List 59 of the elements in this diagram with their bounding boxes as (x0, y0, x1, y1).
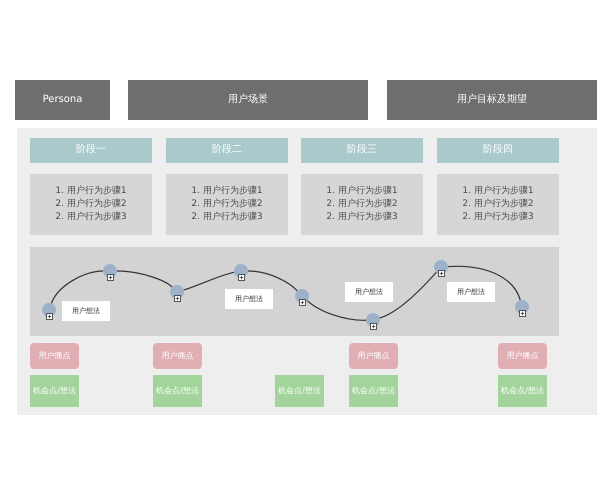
label-text: 阶段二 (212, 143, 242, 158)
step-text: 2. 用户行为步骤2 (55, 198, 127, 211)
step-text: 2. 用户行为步骤3 (462, 211, 534, 224)
step-text: 2. 用户行为步骤3 (55, 211, 127, 224)
label-text: 用户痛点 (506, 350, 538, 362)
label-text: 机会点/想法 (156, 385, 199, 397)
thought-label (225, 289, 273, 309)
step-text: 2. 用户行为步骤2 (462, 198, 534, 211)
step-list-box (437, 174, 559, 235)
label-text: 用户场景 (228, 92, 268, 107)
curve-segment (306, 300, 366, 321)
label-text: 机会点/想法 (33, 385, 76, 397)
curve-segment (184, 272, 234, 291)
stage-header (437, 138, 559, 163)
pain-point-tag (153, 343, 202, 369)
step-list-box (166, 174, 288, 235)
step-text: 2. 用户行为步骤3 (326, 211, 398, 224)
step-list-box (30, 174, 152, 235)
stage-header (301, 138, 423, 163)
curve-segment (248, 270, 298, 292)
step-list-box (301, 174, 423, 235)
step-text: 1. 用户行为步骤1 (326, 184, 398, 198)
label-text: 用户目标及期望 (457, 92, 527, 107)
curve-segment (50, 270, 104, 304)
step-text: 2. 用户行为步骤3 (191, 211, 263, 224)
curve-segment (380, 272, 437, 319)
step-text: 1. 用户行为步骤1 (191, 184, 263, 198)
label-text: 阶段三 (347, 143, 377, 158)
header-bar (15, 80, 110, 120)
opportunity-tag (498, 375, 547, 407)
step-text: 2. 用户行为步骤2 (326, 198, 398, 211)
label-text: 阶段一 (76, 143, 106, 158)
label-text: 用户痛点 (358, 350, 390, 362)
header-bar (128, 80, 368, 120)
step-text: 1. 用户行为步骤1 (462, 184, 534, 198)
label-text: 机会点/想法 (352, 385, 395, 397)
stage-header (30, 138, 152, 163)
opportunity-tag (275, 375, 324, 407)
stage-header (166, 138, 288, 163)
pain-point-tag (349, 343, 398, 369)
label-text: Persona (42, 92, 82, 107)
header-bar (387, 80, 597, 120)
step-text: 2. 用户行为步骤2 (191, 198, 263, 211)
pain-point-tag (498, 343, 547, 369)
label-text: 用户痛点 (162, 350, 194, 362)
thought-label (62, 301, 110, 321)
label-text: 用户痛点 (38, 350, 70, 362)
curve-segment (116, 270, 172, 288)
opportunity-tag (153, 375, 202, 407)
label-text: 机会点/想法 (501, 385, 544, 397)
curve-segment (448, 266, 521, 300)
opportunity-tag (30, 375, 79, 407)
opportunity-tag (349, 375, 398, 407)
label-text: 阶段四 (483, 143, 513, 158)
thought-label (447, 282, 495, 302)
pain-point-tag (30, 343, 79, 369)
step-text: 1. 用户行为步骤1 (55, 184, 127, 198)
thought-label (345, 282, 393, 302)
label-text: 机会点/想法 (278, 385, 321, 397)
